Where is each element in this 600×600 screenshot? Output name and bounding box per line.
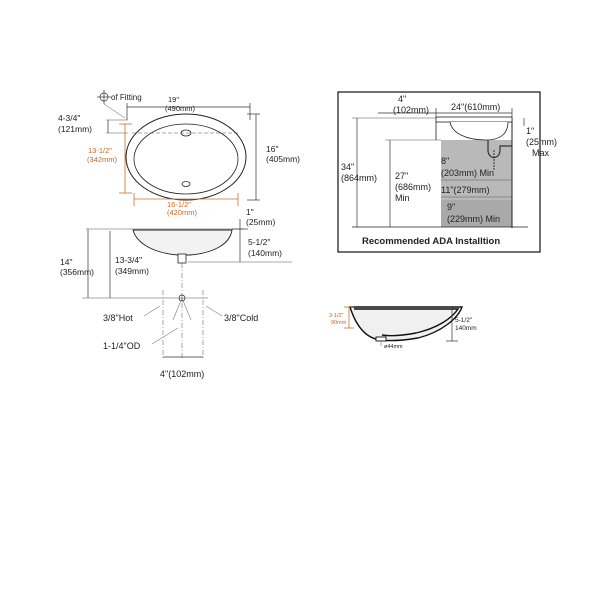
ada-basin bbox=[449, 121, 509, 141]
ada-max-in: 1" bbox=[526, 126, 534, 136]
section-bowl-shell bbox=[349, 306, 464, 342]
od-label: 1-1/4"OD bbox=[103, 341, 141, 351]
offset-in: 4-3/4" bbox=[58, 113, 80, 123]
ada-h27-in: 27" bbox=[395, 171, 408, 181]
ada-max-mm: (25mm) bbox=[526, 137, 557, 147]
ada-h34-mm: (864mm) bbox=[341, 173, 377, 183]
rim-in: 1" bbox=[246, 207, 254, 217]
side-view: 1" (25mm) 5-1/2" (140mm) 14" (356mm) 13-… bbox=[60, 207, 292, 379]
ada-caption: Recommended ADA Installtion bbox=[362, 236, 500, 247]
ada-a-mm: (102mm) bbox=[393, 105, 429, 115]
ada-installation-panel: 4" (102mm) 24"(610mm) 1" (25mm) Max 34" … bbox=[337, 91, 557, 253]
offset-mm: (121mm) bbox=[58, 124, 92, 134]
h14-mm: (356mm) bbox=[60, 267, 94, 277]
height-mm: (405mm) bbox=[266, 154, 300, 164]
height-in: 16" bbox=[266, 144, 278, 154]
trap-pipe bbox=[487, 140, 512, 159]
h1334-mm: (349mm) bbox=[115, 266, 149, 276]
ada-d8-rest: (203mm) Min bbox=[441, 168, 494, 178]
inner-height-mm: (342mm) bbox=[87, 155, 118, 164]
width-in: 19" bbox=[168, 95, 179, 104]
width-mm: (490mm) bbox=[165, 104, 196, 113]
inner-height-in: 13-1/2" bbox=[88, 146, 112, 155]
ada-d8-in: 8" bbox=[441, 156, 449, 166]
drain-hole bbox=[181, 181, 191, 187]
ada-h34-in: 34" bbox=[341, 162, 354, 172]
ada-max-word: Max bbox=[532, 148, 550, 158]
inner-width-in: 16-1/2" bbox=[167, 200, 191, 209]
section-depth-in: 5-1/2" bbox=[455, 317, 473, 324]
ada-d11: 11"(279mm) bbox=[441, 185, 490, 195]
top-view: of Fitting 19" (490mm) 4-3/4" (121mm) 16… bbox=[58, 90, 300, 217]
depth-in: 5-1/2" bbox=[248, 237, 270, 247]
drain-outlet-mark bbox=[178, 294, 186, 302]
ada-a-in: 4" bbox=[398, 94, 406, 104]
section-view: 3-1/2" 90mm 5-1/2" 140mm ø44mm bbox=[329, 306, 477, 350]
ada-d9-rest: (229mm) Min bbox=[447, 214, 500, 224]
cl-label: of Fitting bbox=[111, 93, 142, 102]
drain-stub bbox=[177, 253, 187, 264]
spacing-label: 4"(102mm) bbox=[160, 369, 204, 379]
section-inner-in: 3-1/2" bbox=[329, 313, 344, 319]
ada-h27-mm: (686mm) bbox=[395, 182, 431, 192]
section-drain: ø44mm bbox=[384, 344, 403, 350]
bowl-inner-rim bbox=[133, 123, 239, 195]
inner-width-mm: (420mm) bbox=[167, 208, 198, 217]
ada-b: 24"(610mm) bbox=[451, 102, 500, 112]
countertop bbox=[435, 116, 513, 123]
cold-label: 3/8"Cold bbox=[224, 313, 258, 323]
ada-h27-word: Min bbox=[395, 193, 410, 203]
section-inner-mm: 90mm bbox=[331, 320, 347, 326]
h14-in: 14" bbox=[60, 257, 72, 267]
bowl-outer-rim bbox=[125, 113, 247, 201]
rim-mm: (25mm) bbox=[246, 217, 275, 227]
bowl-side-profile bbox=[132, 229, 233, 256]
depth-mm: (140mm) bbox=[248, 248, 282, 258]
hot-label: 3/8"Hot bbox=[103, 313, 133, 323]
section-depth-mm: 140mm bbox=[455, 325, 477, 332]
centerline-icon bbox=[97, 90, 111, 104]
ada-d9-in: 9" bbox=[447, 202, 455, 212]
h1334-in: 13-3/4" bbox=[115, 255, 142, 265]
